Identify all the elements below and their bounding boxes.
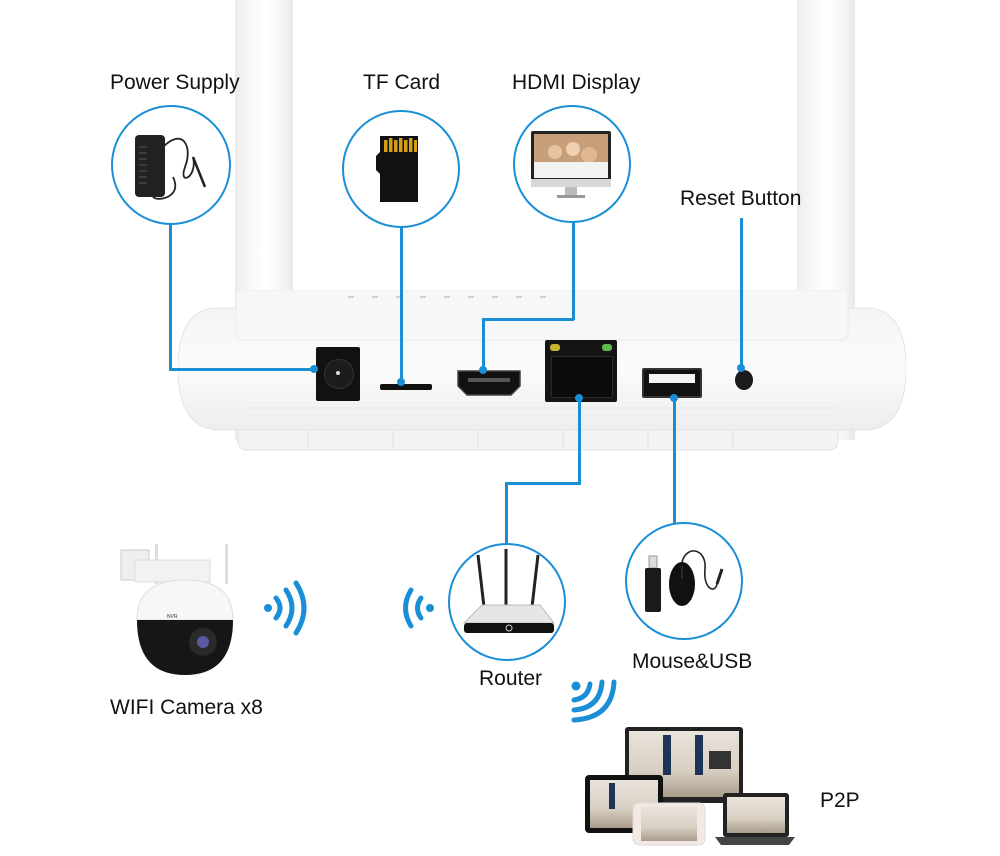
connector-dot xyxy=(397,378,405,386)
lan-led-yellow xyxy=(550,344,560,351)
connector-dot xyxy=(575,394,583,402)
connector-power xyxy=(169,220,172,370)
wifi-signal-out-icon xyxy=(262,580,312,640)
connector-power-h xyxy=(169,368,314,371)
wifi-signal-p2p-icon xyxy=(568,676,623,724)
hdmi-display-callout xyxy=(513,105,631,223)
router-label: Router xyxy=(479,667,543,690)
router-callout xyxy=(448,543,566,661)
power-adapter-icon xyxy=(135,135,207,200)
mouse-usb-callout xyxy=(625,522,743,640)
p2p-label: P2P xyxy=(820,789,860,812)
reset-button xyxy=(735,370,753,390)
monitor-icon xyxy=(531,131,611,198)
mouse-usb-label: Mouse&USB xyxy=(632,650,753,673)
wifi-camera-image: NVR xyxy=(115,540,240,690)
connector-lan-v2 xyxy=(505,482,508,544)
ptz-camera-icon: NVR xyxy=(120,544,234,675)
connector-lan-v1 xyxy=(578,398,581,484)
microsd-card-icon xyxy=(376,136,418,202)
wifi-camera-label: WIFI Camera x8 xyxy=(110,696,263,719)
connector-dot xyxy=(737,364,745,372)
connector-dot xyxy=(310,365,318,373)
hdmi-display-label: HDMI Display xyxy=(512,71,641,94)
power-supply-callout xyxy=(111,105,231,225)
connector-dot xyxy=(670,394,678,402)
hdmi-port xyxy=(455,368,523,398)
tf-card-label: TF Card xyxy=(363,71,441,94)
router-icon xyxy=(462,549,556,633)
connector-tf xyxy=(400,228,403,382)
dc-power-port xyxy=(316,347,360,401)
lan-port xyxy=(545,340,617,402)
reset-button-label: Reset Button xyxy=(680,187,802,210)
connector-dot xyxy=(479,366,487,374)
tf-card-callout xyxy=(342,110,460,228)
lan-led-green xyxy=(602,344,612,351)
connector-hdmi-h xyxy=(482,318,574,321)
power-supply-label: Power Supply xyxy=(110,71,240,94)
tf-card-slot xyxy=(380,384,432,390)
connector-reset xyxy=(740,218,743,368)
svg-text:NVR: NVR xyxy=(167,614,178,620)
multi-device-icon xyxy=(585,727,795,846)
wifi-signal-in-icon xyxy=(393,580,438,636)
p2p-devices-image xyxy=(585,725,795,847)
nvr-device xyxy=(178,290,906,460)
mouse-usb-icon xyxy=(645,550,724,612)
connector-hdmi-v2 xyxy=(482,318,485,370)
connector-lan-h xyxy=(505,482,581,485)
connector-usb xyxy=(673,398,676,524)
connector-hdmi-v1 xyxy=(572,222,575,320)
